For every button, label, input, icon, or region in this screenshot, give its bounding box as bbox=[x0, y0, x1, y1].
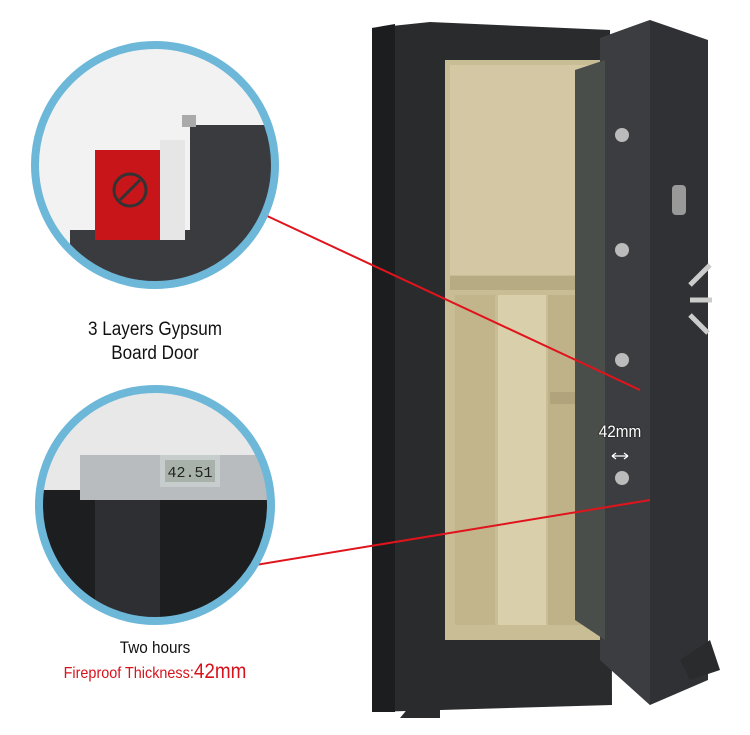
safe-door bbox=[575, 20, 720, 705]
caption-line: Two hours bbox=[119, 638, 191, 657]
gypsum-detail-circle bbox=[31, 41, 279, 289]
caption-line: Board Door bbox=[111, 343, 199, 364]
fireproof-caption: Two hours Fireproof Thickness:42mm bbox=[16, 636, 295, 686]
fire-icon bbox=[112, 172, 148, 208]
arrow-top bbox=[264, 214, 641, 391]
fireproof-value: 42mm bbox=[193, 660, 247, 683]
measurement-label: 42mm bbox=[598, 422, 642, 441]
fireproof-label: Fireproof Thickness: bbox=[63, 665, 194, 682]
gypsum-caption: 3 Layers Gypsum Board Door bbox=[52, 318, 259, 366]
double-arrow-icon bbox=[611, 452, 629, 460]
caliper-display: 42.51 bbox=[167, 465, 212, 482]
caliper-detail-circle: 42.51 bbox=[35, 385, 275, 625]
arrow-bottom bbox=[221, 499, 651, 578]
caption-line: 3 Layers Gypsum bbox=[87, 319, 223, 340]
